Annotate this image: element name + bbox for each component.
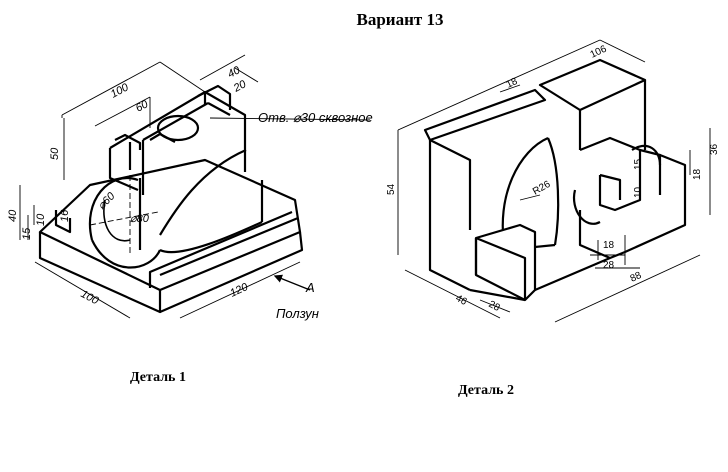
dim-10: 10 xyxy=(633,186,644,198)
dim-106: 106 xyxy=(589,44,609,61)
dim-88: 88 xyxy=(629,270,644,285)
dim-36: 36 xyxy=(709,143,720,155)
dim-28-bottom: 28 xyxy=(487,299,502,314)
dim-28-mid: 28 xyxy=(603,260,615,271)
dim-diameter-80: ⌀80 xyxy=(130,213,150,225)
part2-dimension-lines xyxy=(397,39,711,323)
dim-20: 20 xyxy=(231,78,249,95)
dim-50: 50 xyxy=(49,147,61,160)
direction-label: A xyxy=(305,280,315,295)
dim-15: 15 xyxy=(633,158,644,170)
dim-18-right: 18 xyxy=(692,168,703,180)
part1-caption: Деталь 1 xyxy=(130,370,186,385)
dim-10: 10 xyxy=(35,213,47,226)
direction-arrow xyxy=(273,274,311,291)
part1-dimension-lines xyxy=(19,54,371,319)
dim-60: 60 xyxy=(134,98,151,115)
variant-title: Вариант 13 xyxy=(356,10,444,29)
part2-drawing xyxy=(423,58,687,302)
dim-15: 15 xyxy=(21,227,33,240)
dim-120: 120 xyxy=(228,281,251,300)
dim-18-top: 18 xyxy=(505,76,520,91)
hole-note: Отв. ⌀30 сквозное xyxy=(258,110,373,125)
dim-r26: R26 xyxy=(531,179,553,198)
dim-18-mid: 18 xyxy=(603,240,615,251)
dim-40-left: 40 xyxy=(7,209,19,222)
dim-100-bottom: 100 xyxy=(79,288,102,308)
part2-caption: Деталь 2 xyxy=(458,383,514,398)
dim-46: 46 xyxy=(454,293,469,308)
dim-40: 40 xyxy=(226,64,243,81)
dim-16: 16 xyxy=(59,209,71,222)
dim-100-top: 100 xyxy=(109,81,132,101)
dim-54: 54 xyxy=(386,183,397,195)
part1-drawing xyxy=(38,84,304,314)
part-name-label: Ползун xyxy=(276,306,319,321)
